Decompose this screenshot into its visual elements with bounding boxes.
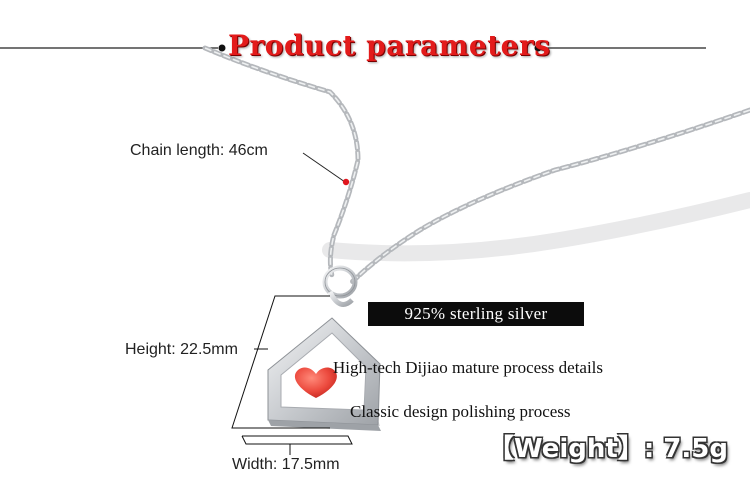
house-pendant-icon	[267, 317, 381, 431]
feature-polishing: Classic design polishing process	[350, 402, 571, 421]
chain-left	[202, 45, 361, 279]
chain-length-marker	[342, 178, 350, 186]
header-dot-right	[534, 44, 542, 52]
width-dimension-lines	[241, 435, 353, 445]
feature-process-details: High-tech Dijiao mature process details	[333, 358, 604, 377]
page-title: Product parameters	[228, 29, 551, 62]
heart-icon	[294, 367, 337, 398]
material-badge: 925% sterling silver	[368, 302, 584, 326]
weight-label: 【Weight】: 7.5g	[488, 434, 728, 464]
height-dimension-lines	[231, 295, 330, 429]
header-dot-left	[218, 44, 226, 52]
chain-length-leader	[302, 152, 346, 183]
height-label: Height: 22.5mm	[125, 341, 238, 358]
chain-shadow	[322, 192, 750, 262]
chain-length-label: Chain length: 46cm	[130, 142, 268, 159]
width-label: Width: 17.5mm	[232, 456, 340, 473]
